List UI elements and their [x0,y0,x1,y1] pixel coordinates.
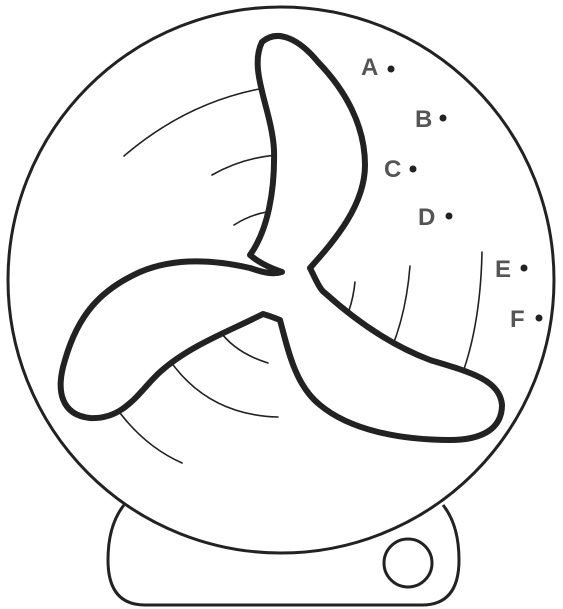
point-dot [521,265,528,272]
point-label: D [418,204,435,231]
point-dot [440,115,447,122]
point-dot [446,213,453,220]
point-dot [388,66,395,73]
point-dot [536,315,543,322]
point-label: A [361,54,378,81]
point-label: F [510,306,525,333]
control-knob [384,539,432,587]
point-label: B [415,106,432,133]
point-dot [410,166,417,173]
point-label: C [384,156,401,183]
point-label: E [495,256,511,283]
